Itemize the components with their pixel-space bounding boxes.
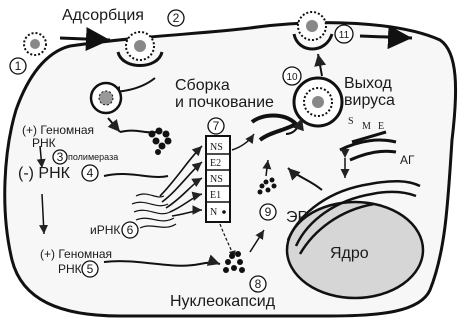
genomic-rna-label-1-line2: РНК — [32, 136, 56, 150]
nucleocapsid-label: Нуклеокапсид — [170, 293, 276, 310]
step-marker-4: 4 — [82, 165, 98, 181]
step-marker-6: 6 — [122, 222, 138, 238]
neg-rna-label: (-) РНК — [18, 165, 71, 182]
protein-e1: E1 — [210, 190, 221, 201]
protein-n-dot — [222, 210, 226, 214]
protein-ns-2: NS — [210, 174, 223, 185]
step-marker-5: 5 — [82, 261, 98, 277]
protein-e2: E2 — [210, 158, 221, 169]
step-number-7: 7 — [213, 119, 220, 133]
step-number-4: 4 — [87, 166, 94, 180]
step-number-11: 11 — [339, 30, 350, 41]
genomic-rna-label-2-line1: (+) Геномная — [40, 247, 112, 261]
polymerase-label: полимераза — [68, 152, 118, 162]
step-marker-10: 10 — [283, 67, 301, 85]
genomic-rna-label-2-line2: РНК — [58, 262, 82, 276]
step-number-10: 10 — [286, 72, 298, 83]
er-label: ЭР — [286, 209, 308, 226]
mrna-label: иРНК — [90, 223, 120, 237]
step-number-6: 6 — [127, 223, 134, 237]
step-marker-3: 3 — [53, 150, 67, 164]
arrow-exit-virus — [360, 36, 412, 38]
step-number-3: 3 — [57, 150, 64, 164]
step-marker-1: 1 — [10, 58, 26, 74]
virion-free — [24, 33, 46, 55]
step-number-9: 9 — [265, 205, 272, 219]
step-marker-8: 8 — [250, 276, 266, 292]
adsorption-label: Адсорбция — [62, 7, 144, 24]
step-marker-7: 7 — [208, 118, 224, 134]
exit-label-line2: вируса — [344, 92, 395, 109]
protein-ns-1: NS — [210, 142, 223, 153]
exit-label-line1: Выход — [344, 75, 393, 92]
envelope-protein-m: M — [362, 121, 371, 132]
envelope-protein-s: S — [348, 116, 354, 127]
step-number-1: 1 — [15, 59, 22, 73]
arrow-to-adsorption — [60, 38, 110, 40]
envelope-protein-e: E — [378, 121, 384, 132]
step-number-2: 2 — [173, 11, 180, 25]
assembly-label-line1: Сборка — [175, 77, 230, 94]
protein-n: N — [210, 207, 217, 218]
step-marker-9: 9 — [260, 204, 276, 220]
genomic-rna-label-1-line1: (+) Геномная — [22, 123, 94, 137]
step-marker-11: 11 — [335, 25, 353, 43]
assembly-label-line2: и почкование — [175, 94, 274, 111]
nucleus-label: Ядро — [330, 245, 369, 262]
endosome-vesicle — [91, 83, 121, 113]
step-marker-2: 2 — [168, 10, 184, 26]
golgi-label: АГ — [400, 153, 415, 167]
step-number-5: 5 — [87, 262, 94, 276]
step-number-8: 8 — [255, 277, 262, 291]
